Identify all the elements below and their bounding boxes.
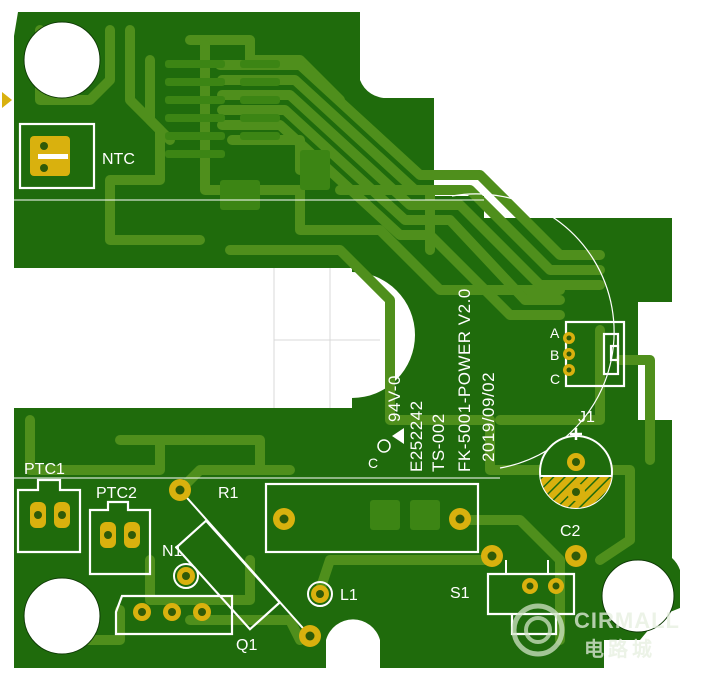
s1-footprint[interactable] — [481, 545, 587, 636]
label-n1: N1 — [162, 543, 183, 560]
ntc-footprint[interactable] — [18, 122, 96, 190]
guide-lines — [273, 268, 380, 410]
label-r1: R1 — [218, 485, 239, 502]
board-text-line1: FK-5001-POWER V2.0 — [455, 288, 474, 472]
triangle-mark — [392, 428, 404, 444]
n1-footprint[interactable] — [173, 563, 199, 589]
label-ptc1: PTC1 — [24, 461, 65, 478]
cap-footprint[interactable] — [264, 482, 480, 554]
ul-mark-icon — [377, 439, 391, 453]
label-ntc: NTC — [102, 151, 135, 168]
label-s1: S1 — [450, 585, 470, 602]
label-pin-c: C — [550, 371, 560, 387]
label-pin-b: B — [550, 347, 559, 363]
label-c2: C2 — [560, 523, 581, 540]
watermark-cn: 电路城 — [584, 637, 656, 661]
label-j1: J1 — [578, 409, 595, 426]
r1-footprint[interactable] — [169, 479, 321, 647]
board-text-line5: 94V-0 — [385, 375, 404, 422]
cirmall-logo-icon — [511, 603, 565, 657]
label-pin-a: A — [550, 325, 560, 341]
board-text-line2: 2019/09/02 — [479, 372, 498, 462]
board-text-line4: E252242 — [407, 400, 426, 472]
label-l1: L1 — [340, 587, 358, 604]
polarity-plus-icon — [570, 428, 582, 440]
ptc1-footprint[interactable] — [16, 478, 82, 554]
connector-abc[interactable] — [563, 320, 626, 388]
board-text: FK-5001-POWER V2.0 2019/09/02 TS-002 E25… — [368, 288, 498, 472]
board-text-mark: C — [368, 455, 379, 471]
q1-footprint[interactable] — [114, 594, 234, 636]
ptc2-footprint[interactable] — [88, 500, 152, 576]
pcb-board — [14, 12, 680, 668]
mount-hole-icon — [23, 21, 675, 655]
edge-marker — [2, 92, 12, 108]
label-ptc2: PTC2 — [96, 485, 137, 502]
copper-traces — [25, 25, 655, 645]
watermark: CIRMALL 电路城 — [511, 603, 680, 661]
watermark-en: CIRMALL — [574, 608, 680, 633]
component-labels: NTC PTC1 PTC2 R1 N1 L1 Q1 S1 J1 C2 A B C — [24, 151, 595, 654]
board-text-line3: TS-002 — [429, 413, 448, 472]
l1-footprint[interactable] — [307, 581, 333, 607]
label-q1: Q1 — [236, 637, 257, 654]
